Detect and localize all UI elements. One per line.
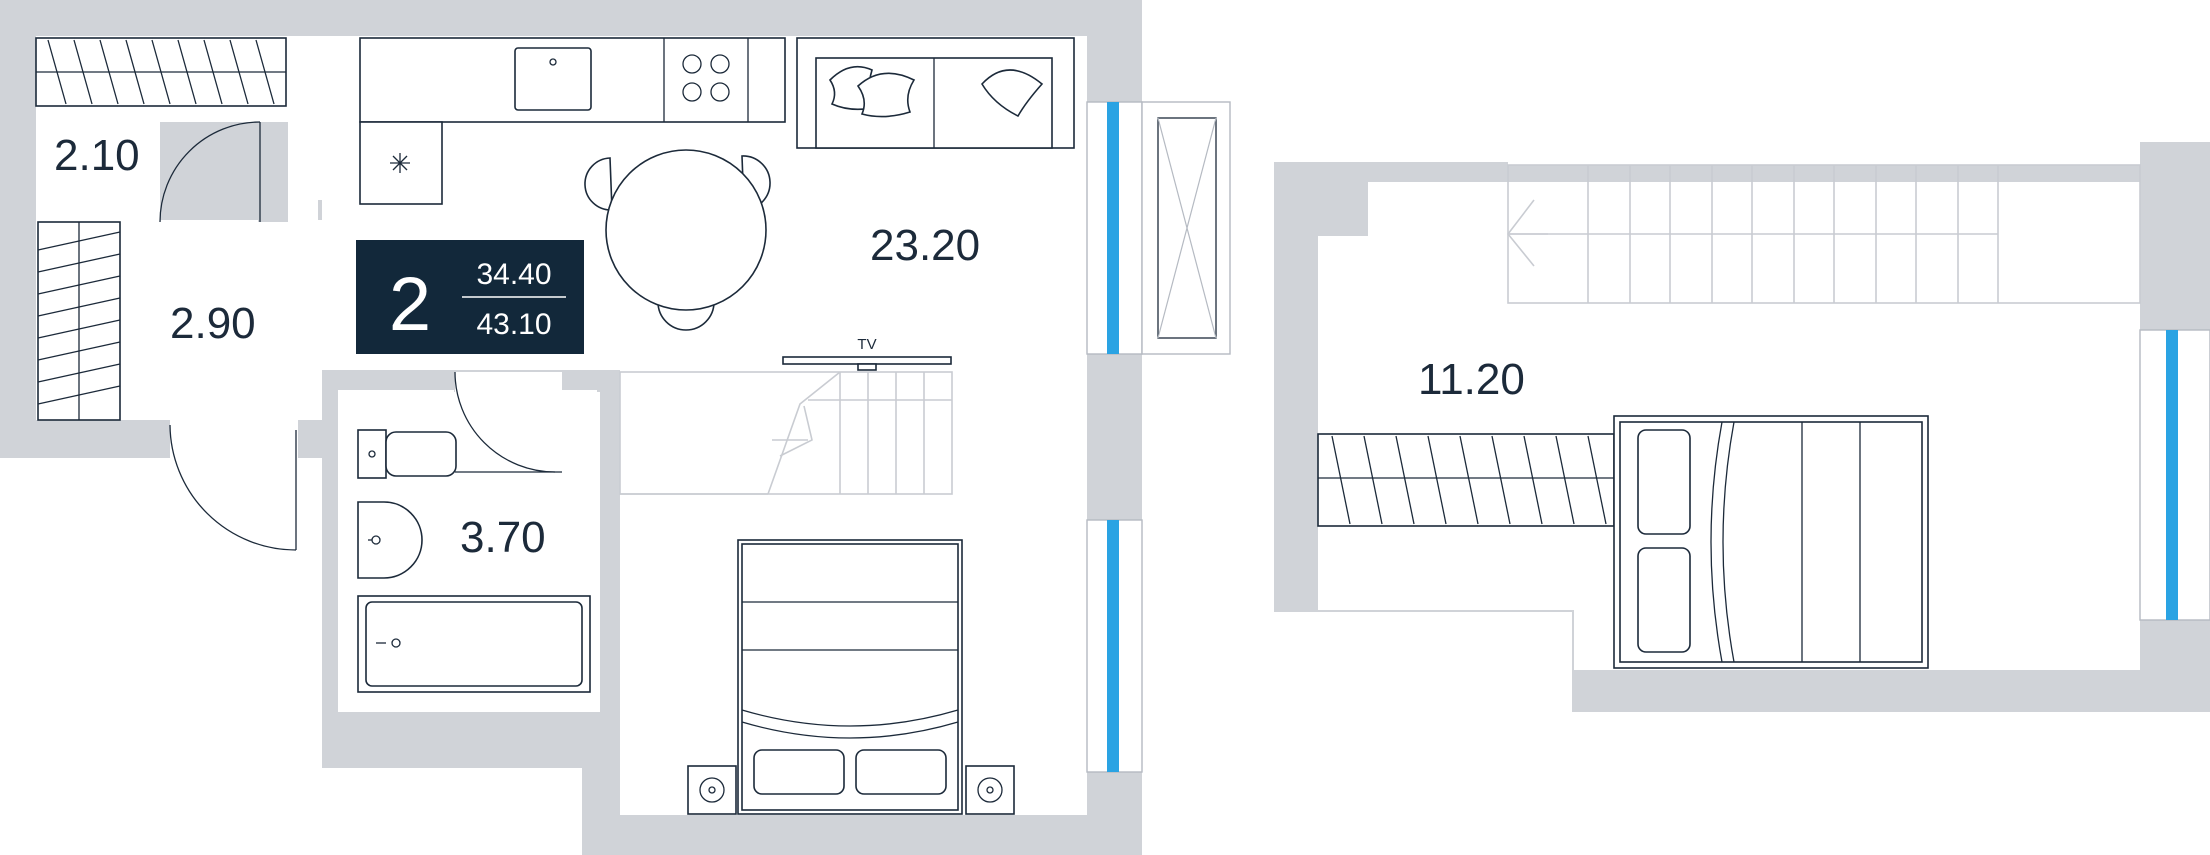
room-area-bathroom: 3.70 <box>460 513 546 562</box>
bed-main <box>737 539 963 815</box>
washbasin <box>357 501 423 579</box>
door-entrance <box>169 424 297 551</box>
bathtub <box>357 595 591 693</box>
nightstand-right <box>965 765 1015 815</box>
room-area-hallway: 2.90 <box>170 299 256 348</box>
rooms-count: 2 <box>389 262 431 347</box>
stove-icon <box>682 54 730 102</box>
living-area: 34.40 <box>476 258 551 291</box>
room-area-mezzanine: 11.20 <box>1418 355 1525 404</box>
sofa <box>796 37 1075 149</box>
tv-label: TV <box>857 336 876 353</box>
door-storage <box>159 121 261 223</box>
staircase-lower <box>619 371 953 495</box>
tv-unit <box>782 356 952 371</box>
window-bedroom <box>1086 519 1143 773</box>
staircase-upper <box>1506 164 2141 304</box>
room-area-living-kitchen: 23.20 <box>870 221 980 270</box>
toilet <box>357 429 457 479</box>
total-area: 43.10 <box>476 308 551 341</box>
balcony-unit <box>1141 101 1231 355</box>
bed-mezzanine <box>1613 415 1929 669</box>
storage-shelf-mezzanine <box>1317 433 1615 527</box>
nightstand-left <box>687 765 737 815</box>
window-living-upper <box>1086 101 1143 355</box>
wardrobe-hallway <box>37 221 121 421</box>
apartment-badge: 2 34.40 43.10 <box>356 240 584 354</box>
door-bathroom <box>454 371 562 473</box>
sink-icon <box>514 47 592 111</box>
storage-shelf-top <box>35 37 287 107</box>
fridge-icon <box>390 153 410 173</box>
dining-table <box>584 149 771 331</box>
window-mezzanine <box>2139 329 2210 621</box>
room-area-storage: 2.10 <box>54 131 140 180</box>
